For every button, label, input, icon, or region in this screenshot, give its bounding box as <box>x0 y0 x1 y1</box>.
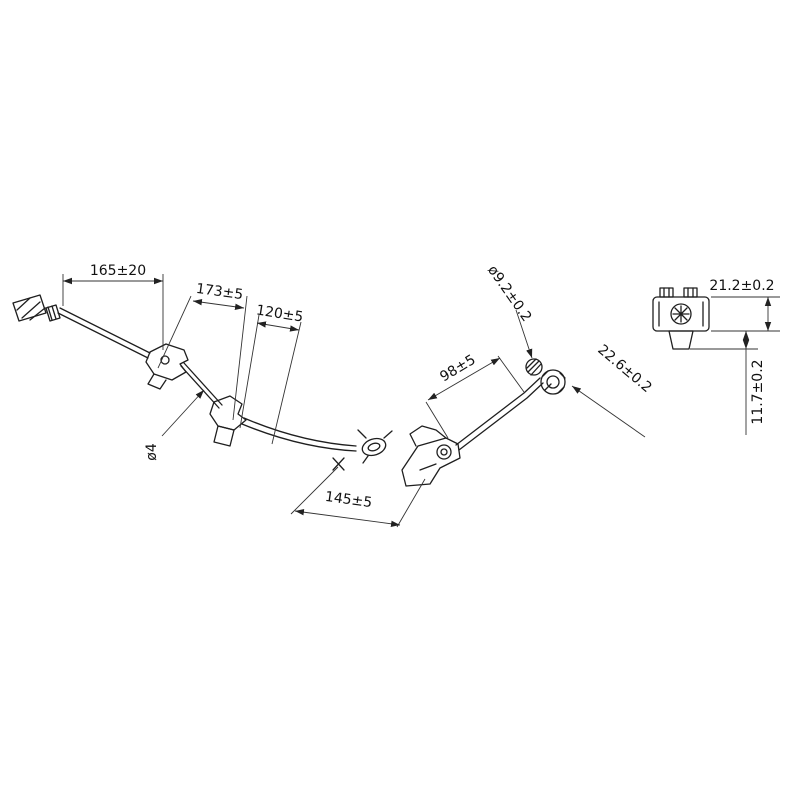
clip-1-tab <box>147 373 167 390</box>
dim-165-label: 165±20 <box>90 263 146 279</box>
sensor-hook <box>409 425 447 447</box>
dim-98-ext <box>425 355 525 439</box>
grommet-large-hatch <box>542 370 566 394</box>
sensor-plug <box>12 294 61 322</box>
dim-21-2-label: 21.2±0.2 <box>709 278 774 294</box>
dim-98-label: 98±5 <box>437 352 478 386</box>
dim-120-label: 120±5 <box>255 302 304 325</box>
dim-173-label: 173±5 <box>195 281 244 303</box>
dim-diameter-9-2: ø9.2±0.2 <box>484 263 534 359</box>
sensor-body <box>401 437 461 487</box>
connector-body-slots <box>658 301 704 327</box>
dim-145-label: 145±5 <box>324 489 373 511</box>
cable-segment-3 <box>241 417 357 452</box>
connector-port-hatch <box>672 305 690 323</box>
dim-173: 173±5 <box>157 281 248 421</box>
dim-22-6: 22.6±0.2 <box>571 342 655 438</box>
dim-145-ext <box>290 466 426 528</box>
dim-173-ext <box>157 295 248 421</box>
connector-detail-view <box>652 287 710 350</box>
dim-145: 145±5 <box>290 466 426 528</box>
dim-98: 98±5 <box>425 352 525 439</box>
grommet-small-hatch <box>526 358 542 376</box>
dim-120: 120±5 <box>239 302 304 445</box>
cable-segment-4 <box>455 377 544 451</box>
clip-3 <box>357 429 393 464</box>
connector-tab-right <box>683 287 698 298</box>
dim-22-6-label: 22.6±0.2 <box>594 342 654 396</box>
dim-120-line <box>256 321 300 332</box>
grommet-small <box>525 358 543 376</box>
dim-9-2-label: ø9.2±0.2 <box>484 263 534 325</box>
dim-21-2: 21.2±0.2 <box>709 278 780 332</box>
grommet-large <box>540 369 566 395</box>
clip-3-wings <box>357 429 393 464</box>
sensor-head <box>401 425 461 487</box>
plug-body <box>12 294 47 322</box>
dim-165: 165±20 <box>62 263 164 350</box>
cable-x-mark <box>332 457 345 471</box>
dim-22-6-leader <box>571 385 646 438</box>
connector-tab-ticks <box>663 287 694 298</box>
dim-4-label: ø4 <box>144 443 160 461</box>
dim-98-line <box>427 357 501 401</box>
dim-165-ext <box>62 274 164 350</box>
dim-9-2-leader <box>515 309 533 359</box>
sensor-mount-hole <box>436 444 452 460</box>
dim-diameter-4: ø4 <box>144 389 205 461</box>
dimensions: 165±20 173±5 120±5 ø4 145±5 98±5 <box>62 263 780 528</box>
dim-4-leader <box>161 389 205 437</box>
plug-hatch <box>16 297 46 321</box>
dim-11-7: 11.7±0.2 <box>690 331 766 435</box>
connector-port-circle <box>670 303 692 325</box>
cable-segment-1 <box>57 307 151 359</box>
harness-assembly <box>12 294 566 487</box>
dim-145-line <box>294 509 401 527</box>
plug-ferrule <box>45 304 61 322</box>
connector-bottom-tab <box>668 330 694 350</box>
dim-21-2-ext <box>711 296 780 332</box>
dim-11-7-label: 11.7±0.2 <box>750 359 766 424</box>
clip-1-hole <box>160 355 170 365</box>
dim-173-line <box>192 299 245 310</box>
clip-2-pad <box>213 425 235 447</box>
cable-segment-2 <box>180 362 223 409</box>
clip-2 <box>209 395 247 447</box>
connector-tab-left <box>659 287 674 298</box>
dim-120-ext <box>239 314 302 445</box>
